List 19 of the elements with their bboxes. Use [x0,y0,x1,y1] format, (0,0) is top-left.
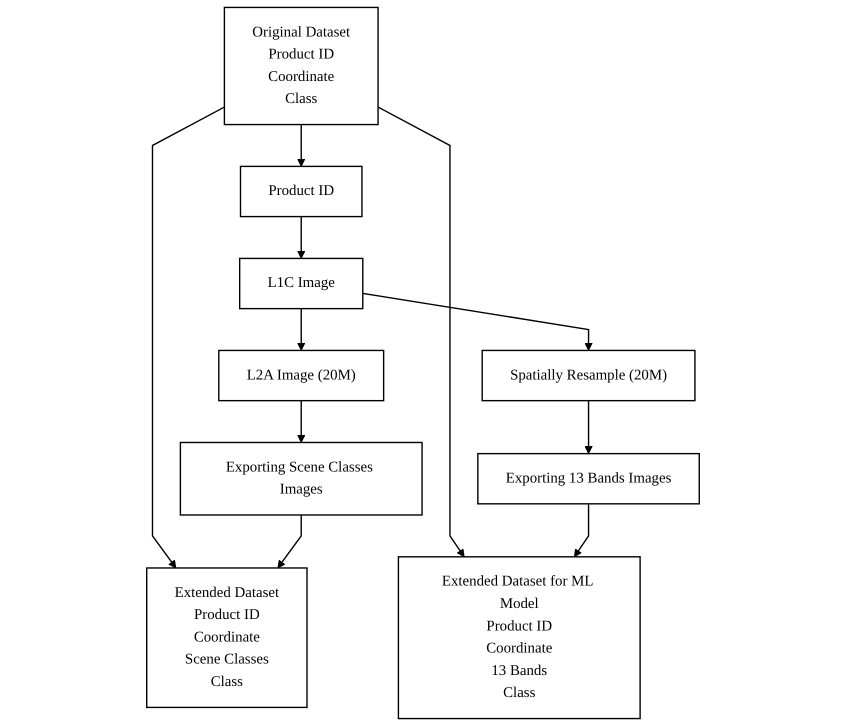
arrow [297,308,306,351]
arrow [152,106,225,568]
node-box: Extended Dataset Product ID Coordinate Scene Classes Class [146,567,308,708]
node-box: Spatially Resample (20M) [482,350,696,402]
node-box: Exporting Scene Classes Images [180,442,423,516]
node-box: Extended Dataset for ML Model Product ID Coordinate 13 Bands Class [398,556,641,720]
node-box: Product ID [240,166,363,218]
arrow [378,106,465,558]
arrow [584,400,593,454]
arrow [277,514,302,568]
arrow [297,400,306,443]
node-box: Original Dataset Product ID Coordinate Class [224,6,379,126]
node-box: L2A Image (20M) [218,350,384,402]
arrow [362,292,593,351]
node-box: L1C Image [238,258,364,310]
arrow [297,124,306,167]
arrow [574,504,590,558]
node-box: Exporting 13 Bands Images [477,452,700,505]
arrow [297,216,306,259]
